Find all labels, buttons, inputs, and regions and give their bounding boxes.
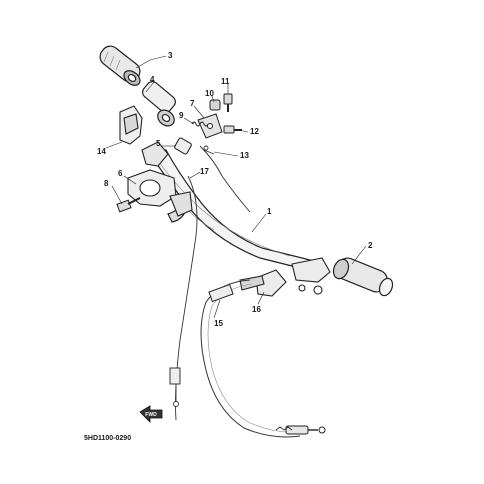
callout-4: 4 (150, 75, 155, 84)
callout-7: 7 (190, 99, 195, 108)
callout-3: 3 (168, 51, 173, 60)
callout-11: 11 (221, 77, 230, 86)
callout-15: 15 (214, 319, 223, 328)
callout-12: 12 (250, 127, 259, 136)
hot-start-cable (169, 175, 198, 421)
callout-6: 6 (118, 169, 123, 178)
clutch-lever-assembly (239, 257, 331, 297)
throttle-cable (199, 145, 251, 213)
handlebar-holder (127, 169, 193, 217)
throttle-housing (119, 105, 192, 167)
clutch-cable (200, 279, 326, 438)
throttle-cable-bracket (197, 113, 223, 139)
right-grip (332, 257, 394, 297)
bracket-spring (191, 121, 209, 127)
screw-upper (223, 93, 233, 112)
callout-8: 8 (104, 179, 109, 188)
clutch-cable-end (275, 425, 326, 435)
callout-2: 2 (368, 241, 373, 250)
diagram-part-code: 5HD1100-0290 (84, 435, 131, 442)
fwd-direction-marker: FWD (139, 405, 163, 423)
holder-bolt (116, 197, 141, 213)
callout-13: 13 (240, 151, 249, 160)
fwd-label: FWD (145, 412, 157, 418)
throttle-tube (142, 81, 176, 127)
screw-side (223, 125, 242, 134)
callout-17: 17 (200, 167, 209, 176)
callouts: 3 4 14 5 6 8 7 9 10 11 12 13 17 1 2 15 1… (97, 51, 373, 328)
handlebar (146, 147, 319, 273)
callout-10: 10 (205, 89, 214, 98)
callout-16: 16 (252, 305, 261, 314)
adjuster-nut (209, 99, 221, 111)
callout-1: 1 (267, 207, 272, 216)
leader-lines (105, 55, 367, 319)
left-grip (99, 45, 141, 86)
callout-5: 5 (156, 139, 161, 148)
callout-14: 14 (97, 147, 106, 156)
callout-9: 9 (179, 111, 184, 120)
